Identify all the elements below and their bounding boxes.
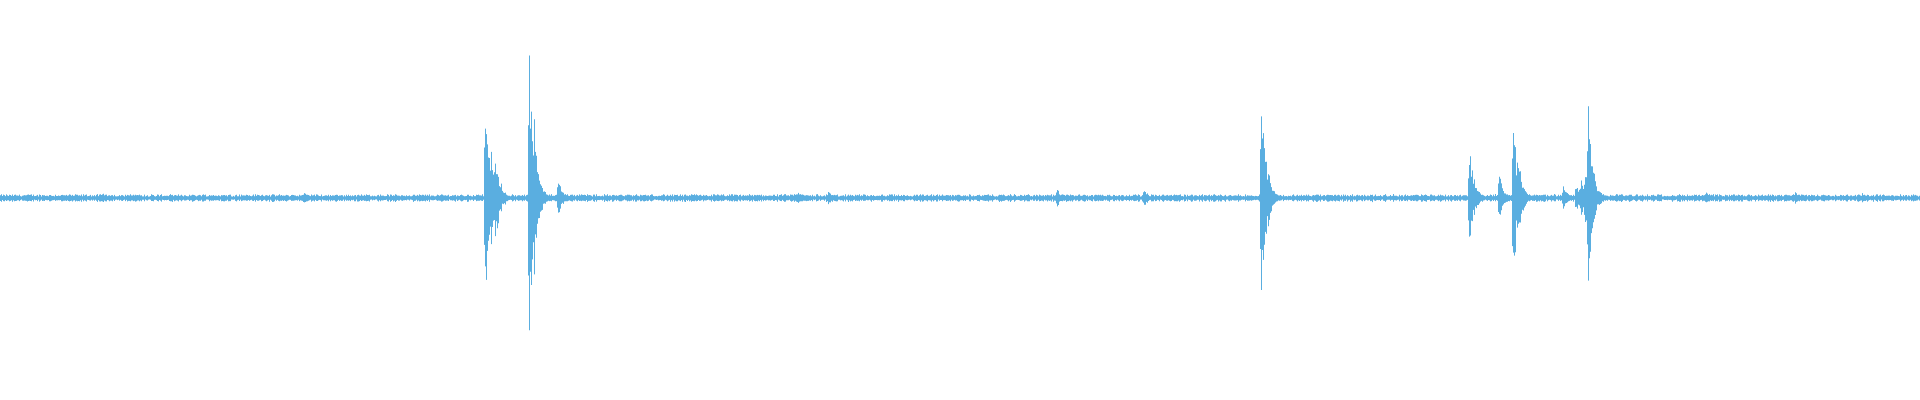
waveform-path	[0, 55, 1920, 331]
waveform-samples	[0, 55, 1920, 331]
